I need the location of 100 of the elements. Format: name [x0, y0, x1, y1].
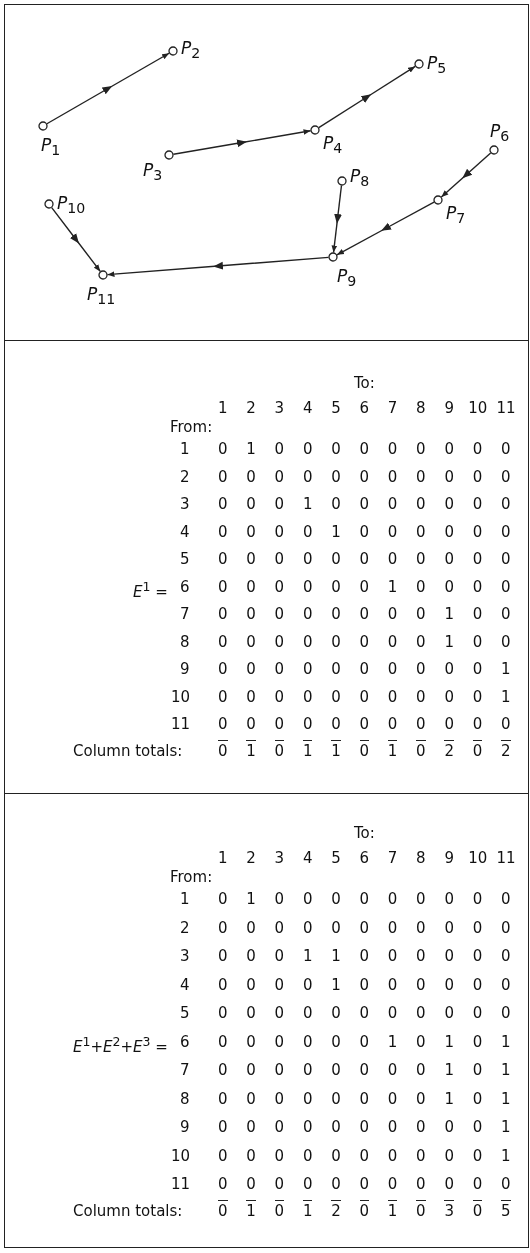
matrix-entry: 0: [246, 1146, 256, 1165]
totals-label: Column totals:: [73, 742, 183, 760]
matrix-entry: 0: [218, 1004, 228, 1022]
matrix-entry: 0: [246, 715, 256, 733]
matrix-entry: 0: [444, 1118, 454, 1136]
matrix-entry: 0: [274, 890, 285, 908]
matrix-entry: 0: [274, 1146, 285, 1165]
point-label: P$_{9}$: [337, 267, 357, 291]
row-number: 11: [171, 715, 191, 733]
matrix-entry: 0: [246, 495, 256, 513]
matrix-entry: 0: [331, 1032, 341, 1051]
matrix-entry: 0: [472, 1146, 483, 1165]
matrix-entry: 0: [218, 1061, 228, 1079]
point-label: P$_{10}$: [57, 194, 86, 218]
matrix-entry: 0: [472, 918, 483, 937]
column-total: 1: [387, 1200, 398, 1220]
from-heading: From:: [170, 418, 213, 436]
matrix-entry: 0: [416, 1089, 426, 1108]
matrix-entry: 0: [331, 1146, 341, 1165]
matrix-entry: 0: [274, 975, 285, 994]
row-number: 1: [180, 440, 190, 458]
matrix-entry: 0: [501, 440, 511, 458]
column-total: 2: [444, 740, 454, 760]
row-number: 6: [180, 1032, 190, 1051]
column-total: 0: [416, 1200, 426, 1220]
matrix-entry: 0: [387, 605, 398, 623]
matrix-entry: 0: [359, 947, 370, 965]
point-label: P$_{8}$: [350, 167, 370, 191]
matrix-entry: 0: [246, 467, 256, 486]
matrix-entry: 0: [274, 605, 285, 623]
matrix-entry: 0: [472, 715, 483, 733]
matrix-entry: 0: [501, 890, 511, 908]
matrix-entry: 0: [302, 890, 313, 908]
matrix-entry: 0: [246, 1175, 256, 1193]
matrix-name: E$^{1}$ =: [133, 577, 168, 601]
matrix-entry: 0: [331, 918, 341, 937]
matrix-entry: 0: [359, 1089, 370, 1108]
matrix-entry: 0: [359, 715, 370, 733]
matrix-entry: 0: [274, 577, 285, 596]
matrix-entry: 0: [472, 550, 483, 568]
matrix-entry: 0: [359, 1032, 370, 1051]
matrix-entry: 0: [501, 975, 511, 994]
matrix-entry: 0: [218, 467, 228, 486]
matrix-entry: 0: [331, 1089, 341, 1108]
point-label: P$_{3}$: [143, 161, 163, 185]
matrix-entry: 0: [218, 440, 228, 458]
matrix-entry: 0: [444, 890, 454, 908]
matrix-entry: 0: [444, 550, 454, 568]
column-total: 1: [331, 740, 341, 760]
column-number: 3: [274, 399, 285, 417]
point-label: P$_{1}$: [41, 136, 61, 160]
to-heading: To:: [354, 824, 375, 842]
matrix-entry: 0: [444, 522, 454, 541]
matrix-entry: 0: [218, 1089, 228, 1108]
matrix-entry: 0: [387, 975, 398, 994]
column-number: 8: [416, 849, 426, 867]
column-total: 1: [246, 1200, 256, 1220]
matrix-entry: 0: [218, 715, 228, 733]
matrix-entry: 1: [444, 632, 454, 651]
matrix-entry: 0: [302, 918, 313, 937]
column-total: 3: [444, 1200, 454, 1220]
matrix-entry: 0: [472, 522, 483, 541]
matrix-entry: 0: [218, 890, 228, 908]
matrix-entry: 0: [416, 1004, 426, 1022]
matrix-entry: 0: [246, 918, 256, 937]
matrix-entry: 0: [302, 467, 313, 486]
matrix-entry: 0: [416, 577, 426, 596]
matrix-entry: 0: [274, 1061, 285, 1079]
column-total: 0: [274, 740, 285, 760]
matrix-entry: 0: [331, 1061, 341, 1079]
matrix-entry: 0: [218, 947, 228, 965]
column-total: 2: [501, 740, 511, 760]
matrix-entry: 0: [302, 632, 313, 651]
matrix-entry: 1: [501, 660, 511, 678]
matrix-entry: 0: [416, 1146, 426, 1165]
matrix-entry: 0: [387, 440, 398, 458]
matrix-entry: 0: [359, 632, 370, 651]
column-number: 1: [218, 399, 228, 417]
matrix-entry: 0: [359, 440, 370, 458]
matrix-entry: 0: [359, 522, 370, 541]
matrix-entry: 1: [302, 947, 313, 965]
column-total: 0: [218, 1200, 228, 1220]
matrix-entry: 0: [302, 440, 313, 458]
matrix-entry: 0: [218, 975, 228, 994]
matrix-entry: 0: [246, 1004, 256, 1022]
matrix-entry: 0: [444, 1146, 454, 1165]
matrix-entry: 0: [359, 660, 370, 678]
matrix-entry: 1: [387, 577, 398, 596]
matrix-entry: 0: [416, 1118, 426, 1136]
matrix-entry: 0: [501, 550, 511, 568]
matrix-entry: 0: [246, 577, 256, 596]
matrix-entry: 0: [472, 1061, 483, 1079]
matrix-entry: 0: [359, 467, 370, 486]
matrix-entry: 1: [501, 1146, 511, 1165]
matrix-entry: 0: [472, 440, 483, 458]
column-total: 0: [218, 740, 228, 760]
matrix-entry: 0: [501, 947, 511, 965]
matrix-entry: 0: [416, 495, 426, 513]
matrix-entry: 0: [218, 1032, 228, 1051]
row-number: 1: [180, 890, 190, 908]
